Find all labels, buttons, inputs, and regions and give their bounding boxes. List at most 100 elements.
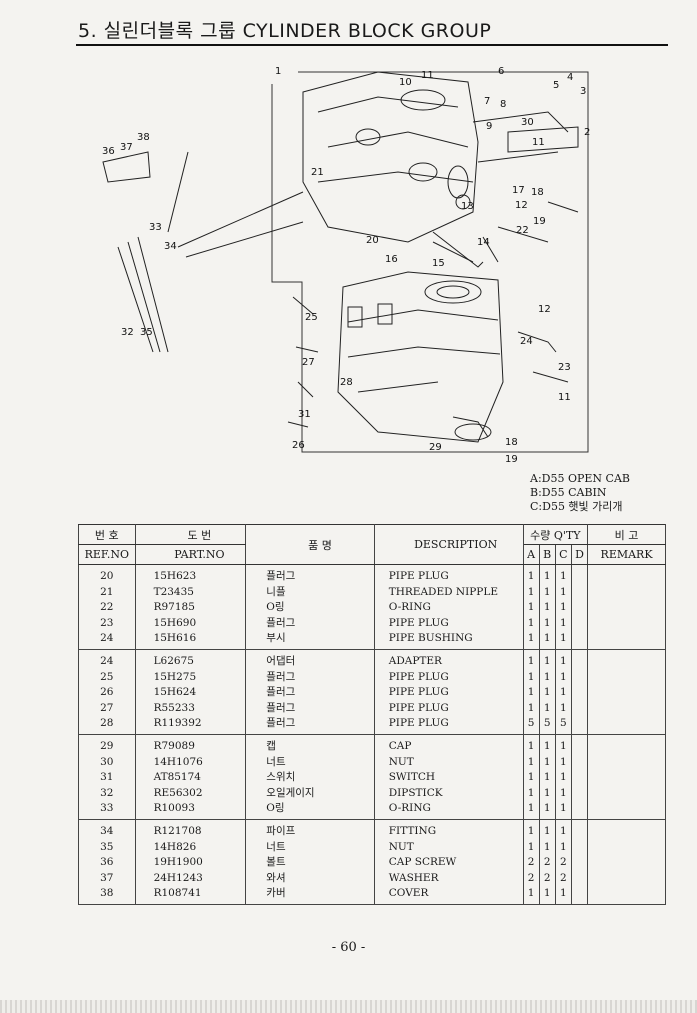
callout-30: 30 [521,117,534,128]
cell-remark [587,700,666,717]
cell-part-no: 15H616 [134,631,247,650]
callout-26: 26 [292,440,305,451]
callout-7: 7 [484,96,490,107]
cell-remark [587,801,666,820]
cell-qty-c: 1 [554,785,572,802]
cell-qty-b: 1 [538,649,556,670]
callout-11b: 11 [532,137,545,148]
cell-qty-b: 1 [538,685,556,701]
cell-name-kr: 플러그 [245,564,375,585]
cell-name-kr: 어댑터 [245,649,375,670]
cell-qty-d [570,700,589,717]
cell-qty-a: 1 [522,770,540,786]
callout-11a: 11 [421,70,434,81]
cell-remark [587,615,666,632]
cell-ref-no: 29 [78,734,136,755]
cell-part-no: RE56302 [134,785,247,802]
cell-part-no: 15H690 [134,615,247,632]
callout-18a: 18 [531,187,544,198]
page-number: - 60 - [331,940,366,955]
cell-qty-b: 1 [538,839,556,856]
cell-ref-no: 36 [78,855,136,871]
cell-ref-no: 23 [78,615,136,632]
scan-edge [0,1000,697,1013]
col-ref-en: REF.NO [78,544,136,565]
cell-description: CAP SCREW [373,855,524,871]
cell-qty-b: 1 [538,754,556,771]
cell-remark [587,631,666,650]
cell-ref-no: 27 [78,700,136,717]
cell-ref-no: 24 [78,649,136,670]
cell-qty-b: 1 [538,785,556,802]
cell-remark [587,685,666,701]
cell-qty-c: 1 [554,615,572,632]
cell-description: DIPSTICK [373,785,524,802]
cell-qty-c: 1 [554,754,572,771]
callout-5: 5 [553,80,559,91]
exploded-parts-diagram: 1 2 3 4 5 6 7 8 9 10 11 11 11 12 12 13 1… [78,52,668,472]
cell-remark [587,584,666,601]
cell-remark [587,734,666,755]
cell-qty-b: 1 [538,801,556,820]
cell-name-kr: 와셔 [245,870,375,887]
cell-qty-d [570,886,589,905]
callout-11c: 11 [558,392,571,403]
cell-description: PIPE PLUG [373,669,524,686]
cell-qty-d [570,819,589,840]
cell-qty-c: 2 [554,855,572,871]
callout-12b: 12 [538,304,551,315]
cell-qty-b: 1 [538,584,556,601]
cell-remark [587,669,666,686]
cell-name-kr: 너트 [245,754,375,771]
cell-part-no: R97185 [134,600,247,616]
cell-qty-c: 1 [554,819,572,840]
col-name-kr: 품 명 [245,524,375,565]
col-qty-d: D [570,544,589,565]
cell-qty-c: 1 [554,801,572,820]
cell-qty-c: 1 [554,886,572,905]
cell-qty-a: 1 [522,754,540,771]
cell-qty-b: 1 [538,770,556,786]
cell-description: FITTING [373,819,524,840]
cell-ref-no: 35 [78,839,136,856]
cell-description: NUT [373,839,524,856]
cell-qty-b: 1 [538,669,556,686]
cell-qty-b: 1 [538,615,556,632]
cell-part-no: AT85174 [134,770,247,786]
cell-remark [587,716,666,735]
cell-description: CAP [373,734,524,755]
cell-qty-d [570,785,589,802]
cell-description: COVER [373,886,524,905]
callout-36: 36 [102,146,115,157]
page-title: 5. 실린더블록 그룹 CYLINDER BLOCK GROUP [78,20,492,42]
cell-qty-d [570,631,589,650]
cell-ref-no: 33 [78,801,136,820]
callout-2: 2 [584,127,590,138]
variant-a: A:D55 OPEN CAB [530,472,630,485]
cell-remark [587,886,666,905]
cell-qty-d [570,716,589,735]
model-variant-legend: A:D55 OPEN CAB B:D55 CABIN C:D55 햇빛 가리개 [530,472,630,514]
cell-description: PIPE BUSHING [373,631,524,650]
cell-qty-d [570,615,589,632]
cell-ref-no: 20 [78,564,136,585]
cell-qty-a: 1 [522,649,540,670]
callout-18b: 18 [505,437,518,448]
cell-name-kr: 볼트 [245,855,375,871]
cell-qty-a: 1 [522,700,540,717]
cell-remark [587,564,666,585]
callout-29: 29 [429,442,442,453]
cell-qty-c: 1 [554,584,572,601]
